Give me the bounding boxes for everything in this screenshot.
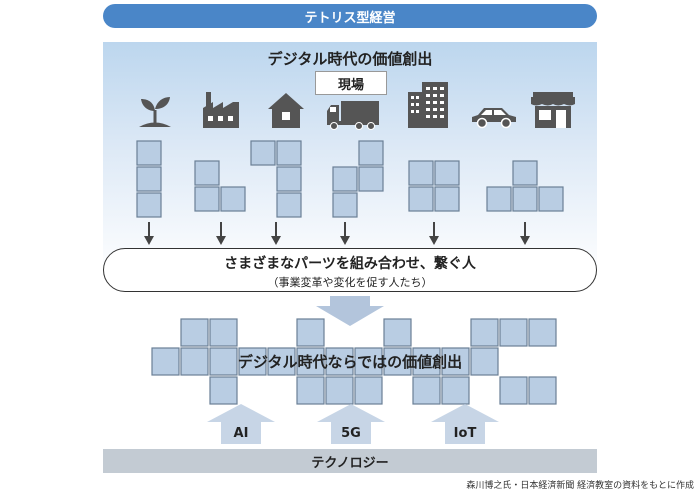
mosaic-block bbox=[296, 376, 325, 405]
tetromino-block bbox=[538, 186, 564, 212]
mosaic-block bbox=[354, 376, 383, 405]
tetromino-block bbox=[276, 192, 302, 218]
mosaic-block bbox=[209, 318, 238, 347]
header-banner: テトリス型経営 bbox=[103, 4, 597, 28]
factory-icon bbox=[203, 92, 239, 128]
store-icon bbox=[531, 92, 575, 128]
tetromino-block bbox=[434, 186, 460, 212]
mosaic-block bbox=[267, 347, 296, 376]
tetromino-block bbox=[332, 192, 358, 218]
tetromino-block bbox=[512, 186, 538, 212]
tech-arrow-label-5g: 5G bbox=[341, 426, 361, 441]
building-icon bbox=[408, 82, 448, 128]
tech-up-arrow bbox=[317, 404, 385, 444]
connector-line2: （事業変革や変化を促す人たち） bbox=[267, 276, 433, 289]
sprout-icon bbox=[139, 97, 171, 127]
tetromino-block bbox=[332, 166, 358, 192]
bottom-title: デジタル時代ならではの価値創出 bbox=[237, 353, 463, 371]
tech-up-arrow bbox=[431, 404, 499, 444]
mosaic-block bbox=[383, 318, 412, 347]
tetromino-block bbox=[194, 160, 220, 186]
tech-up-arrow bbox=[207, 404, 275, 444]
connector-pill: さまざまなパーツを組み合わせ、繋ぐ人 （事業変革や変化を促す人たち） bbox=[103, 248, 597, 292]
tetromino-block bbox=[136, 192, 162, 218]
mosaic-block bbox=[151, 347, 180, 376]
tetromino-block bbox=[408, 186, 434, 212]
tetromino-block bbox=[220, 186, 246, 212]
connector-line1: さまざまなパーツを組み合わせ、繋ぐ人 bbox=[224, 256, 476, 272]
genba-label: 現場 bbox=[315, 71, 387, 95]
mosaic-block bbox=[412, 376, 441, 405]
mosaic-block bbox=[499, 318, 528, 347]
tetromino-block bbox=[136, 140, 162, 166]
down-arrow-head bbox=[429, 236, 439, 245]
mosaic-block bbox=[325, 376, 354, 405]
tetromino-block bbox=[358, 166, 384, 192]
tetromino-block bbox=[276, 140, 302, 166]
technology-bar: テクノロジー bbox=[103, 449, 597, 473]
mosaic-block bbox=[209, 376, 238, 405]
car-icon bbox=[472, 108, 516, 129]
source-credit: 森川博之氏・日本経済新聞 経済教室の資料をもとに作成 bbox=[466, 481, 694, 491]
down-arrow-head bbox=[144, 236, 154, 245]
mosaic-block bbox=[441, 376, 470, 405]
mosaic-block bbox=[296, 318, 325, 347]
big-down-arrow bbox=[316, 296, 384, 326]
mosaic-block bbox=[383, 347, 412, 376]
down-arrow-head bbox=[520, 236, 530, 245]
tetromino-block bbox=[408, 160, 434, 186]
mosaic-block bbox=[325, 347, 354, 376]
tetromino-block bbox=[250, 140, 276, 166]
mosaic-block bbox=[209, 347, 238, 376]
down-arrow-head bbox=[340, 236, 350, 245]
tetromino-block bbox=[486, 186, 512, 212]
mosaic-block bbox=[528, 318, 557, 347]
house-icon bbox=[268, 93, 304, 128]
truck-icon bbox=[327, 101, 379, 130]
down-arrow-head bbox=[271, 236, 281, 245]
mosaic-block bbox=[180, 318, 209, 347]
tetromino-block bbox=[434, 160, 460, 186]
mosaic-block bbox=[180, 347, 209, 376]
mosaic-block bbox=[499, 376, 528, 405]
mosaic-block bbox=[470, 347, 499, 376]
down-arrow-head bbox=[216, 236, 226, 245]
mosaic-block bbox=[470, 318, 499, 347]
tetromino-block bbox=[194, 186, 220, 212]
mosaic-block bbox=[441, 347, 470, 376]
mosaic-block bbox=[354, 347, 383, 376]
mosaic-block bbox=[238, 347, 267, 376]
tech-arrow-label-ai: AI bbox=[233, 426, 249, 441]
top-title: デジタル時代の価値創出 bbox=[267, 50, 433, 68]
tetromino-block bbox=[512, 160, 538, 186]
tetromino-block bbox=[136, 166, 162, 192]
mosaic-block bbox=[412, 347, 441, 376]
mosaic-block bbox=[528, 376, 557, 405]
tech-arrow-label-iot: IoT bbox=[453, 426, 477, 441]
tetromino-block bbox=[276, 166, 302, 192]
mosaic-block bbox=[296, 347, 325, 376]
tetromino-block bbox=[358, 140, 384, 166]
